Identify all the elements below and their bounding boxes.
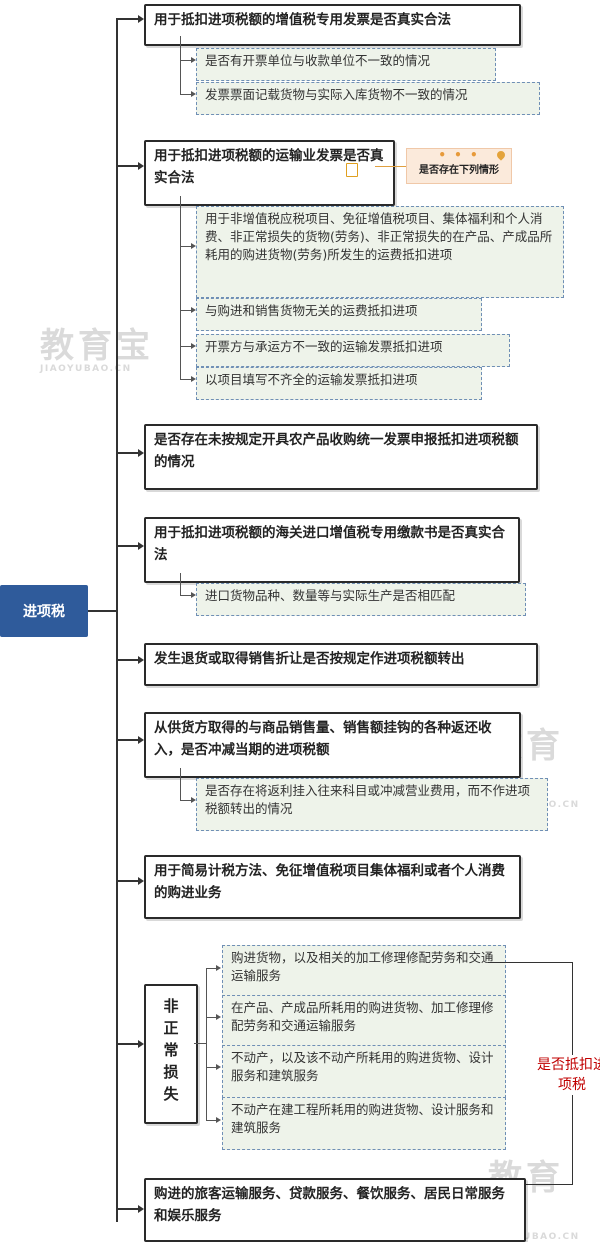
sub-nonvat-freight[interactable]: 用于非增值税应税项目、免征增值税项目、集体福利和个人消费、非正常损失的货物(劳务… bbox=[196, 206, 564, 298]
sub-carrier-mismatch[interactable]: 开票方与承运方不一致的运输发票抵扣进项 bbox=[196, 334, 510, 367]
sub-purchased-goods[interactable]: 购进货物，以及相关的加工修理修配劳务和交通运输服务 bbox=[222, 945, 506, 998]
branch-abnormal-loss[interactable]: 非正常损失 bbox=[144, 984, 198, 1124]
side-label-deductible: 是否抵扣进项税 bbox=[534, 1055, 600, 1095]
sub-rebate-transfer[interactable]: 是否存在将返利挂入往来科目或冲减营业费用，而不作进项税额转出的情况 bbox=[196, 778, 548, 831]
branch-return-discount[interactable]: 发生退货或取得销售折让是否按规定作进项税额转出 bbox=[144, 643, 538, 686]
branch-agri-invoice[interactable]: 是否存在未按规定开具农产品收购统一发票申报抵扣进项税额的情况 bbox=[144, 424, 538, 490]
sub-unrelated-freight[interactable]: 与购进和销售货物无关的运费抵扣进项 bbox=[196, 298, 482, 331]
note-conditions[interactable]: • • • 是否存在下列情形 bbox=[406, 148, 512, 184]
sub-import-match[interactable]: 进口货物品种、数量等与实际生产是否相匹配 bbox=[196, 583, 526, 616]
sub-incomplete-invoice[interactable]: 以项目填写不齐全的运输发票抵扣进项 bbox=[196, 367, 482, 400]
memo-icon bbox=[346, 163, 358, 177]
watermark-1: 教育宝 JIAOYUBAO.CN bbox=[40, 326, 154, 374]
branch-vat-invoice[interactable]: 用于抵扣进项税额的增值税专用发票是否真实合法 bbox=[144, 4, 521, 46]
sub-goods-mismatch[interactable]: 发票票面记载货物与实际入库货物不一致的情况 bbox=[196, 82, 540, 115]
branch-services[interactable]: 购进的旅客运输服务、贷款服务、餐饮服务、居民日常服务和娱乐服务 bbox=[144, 1178, 526, 1242]
branch-rebate-income[interactable]: 从供货方取得的与商品销售量、销售额挂钩的各种返还收入，是否冲减当期的进项税额 bbox=[144, 712, 521, 778]
main-trunk bbox=[116, 18, 118, 1222]
sub-construction[interactable]: 不动产在建工程所耗用的购进货物、设计服务和建筑服务 bbox=[222, 1097, 506, 1150]
root-node[interactable]: 进项税 bbox=[0, 585, 88, 637]
dots-icon: • • • bbox=[438, 148, 480, 162]
root-connector bbox=[88, 610, 116, 612]
branch-simple-tax[interactable]: 用于简易计税方法、免征增值税项目集体福利或者个人消费的购进业务 bbox=[144, 855, 521, 919]
abnormal-loss-label: 非正常损失 bbox=[163, 997, 179, 1103]
sub-real-estate[interactable]: 不动产，以及该不动产所耗用的购进货物、设计服务和建筑服务 bbox=[222, 1045, 506, 1098]
branch-customs-receipt[interactable]: 用于抵扣进项税额的海关进口增值税专用缴款书是否真实合法 bbox=[144, 517, 520, 583]
sub-wip-goods[interactable]: 在产品、产成品所耗用的购进货物、加工修理修配劳务和交通运输服务 bbox=[222, 995, 506, 1048]
branch-transport-invoice[interactable]: 用于抵扣进项税额的运输业发票是否真实合法 bbox=[144, 140, 395, 206]
sub-payee-mismatch[interactable]: 是否有开票单位与收款单位不一致的情况 bbox=[196, 48, 496, 81]
